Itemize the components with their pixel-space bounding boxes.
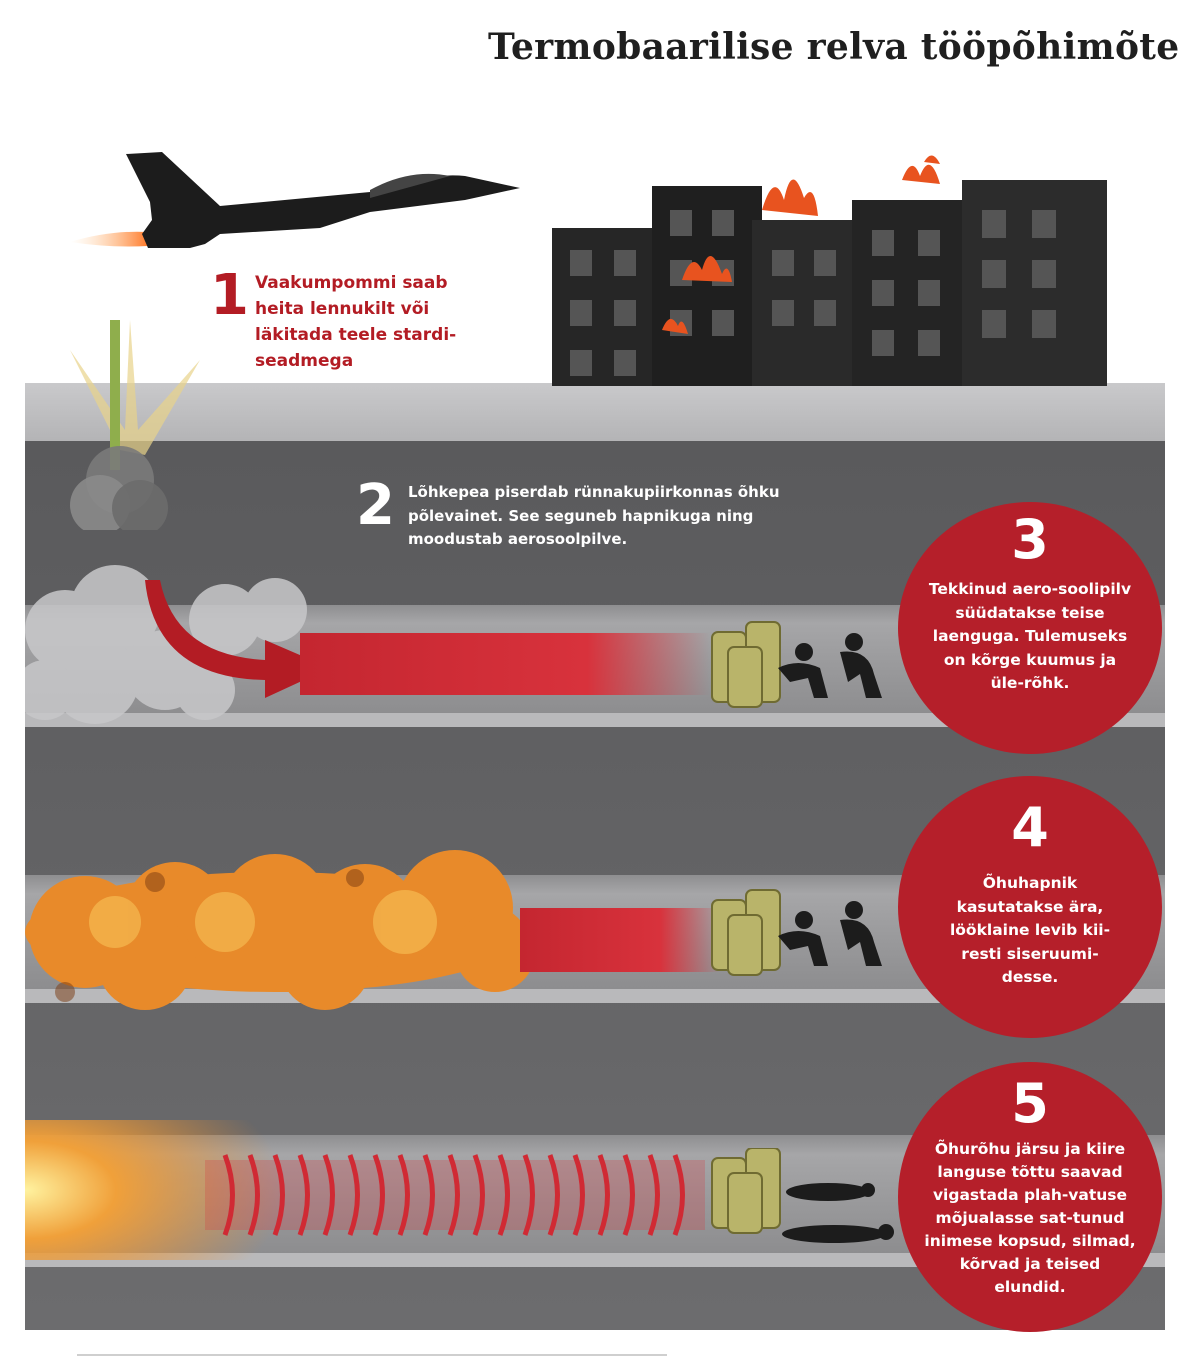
- blast-path-2: [520, 908, 720, 972]
- fire-cloud-icon: [25, 850, 535, 1010]
- step-5-number: 5: [1011, 1072, 1049, 1135]
- step-4-circle: 4 Õhuhapnik kasutatakse ära, lööklaine l…: [898, 776, 1162, 1038]
- aerosol-cloud-icon: [25, 565, 330, 724]
- shockwave-icon: [25, 1120, 705, 1260]
- page-title: Termobaarilise relva tööpõhimõte: [488, 26, 1180, 68]
- step-2-number: 2: [356, 473, 395, 538]
- jet-icon: [70, 152, 520, 248]
- step-2-text: Lõhkepea piserdab rünnakupiirkonnas õhku…: [408, 483, 780, 548]
- blast-path-1: [300, 633, 710, 695]
- step-5-text: Õhurõhu järsu ja kiire languse tõttu saa…: [924, 1140, 1136, 1296]
- fallen-soldier-icon: [782, 1183, 894, 1243]
- barrels-icon-2: [711, 889, 882, 976]
- step-5-circle: 5 Õhurõhu järsu ja kiire languse tõttu s…: [898, 1062, 1162, 1332]
- step-3-circle: 3 Tekkinud aero-soolipilv süüdatakse tei…: [898, 502, 1162, 754]
- divider: [77, 1354, 667, 1356]
- barrels-icon-3: [711, 1148, 894, 1243]
- step-1-text: Vaakumpommi saab heita lennukilt või läk…: [255, 273, 457, 371]
- step-1-number: 1: [210, 263, 249, 328]
- step-3-number: 3: [1011, 508, 1049, 571]
- missile-icon: [70, 320, 200, 530]
- burning-building-icon: [552, 155, 1107, 386]
- step-3-text: Tekkinud aero-soolipilv süüdatakse teise…: [928, 580, 1132, 692]
- step-4-text: Õhuhapnik kasutatakse ära, lööklaine lev…: [949, 874, 1111, 986]
- barrels-icon: [711, 621, 882, 708]
- tunnel-3-floor: [25, 1253, 1165, 1267]
- tunnel-1-floor: [25, 713, 1165, 727]
- step-4-number: 4: [1011, 796, 1049, 859]
- soldier-icon: [778, 633, 882, 698]
- ground-surface: [25, 383, 1165, 441]
- soldier-icon-2: [778, 901, 882, 966]
